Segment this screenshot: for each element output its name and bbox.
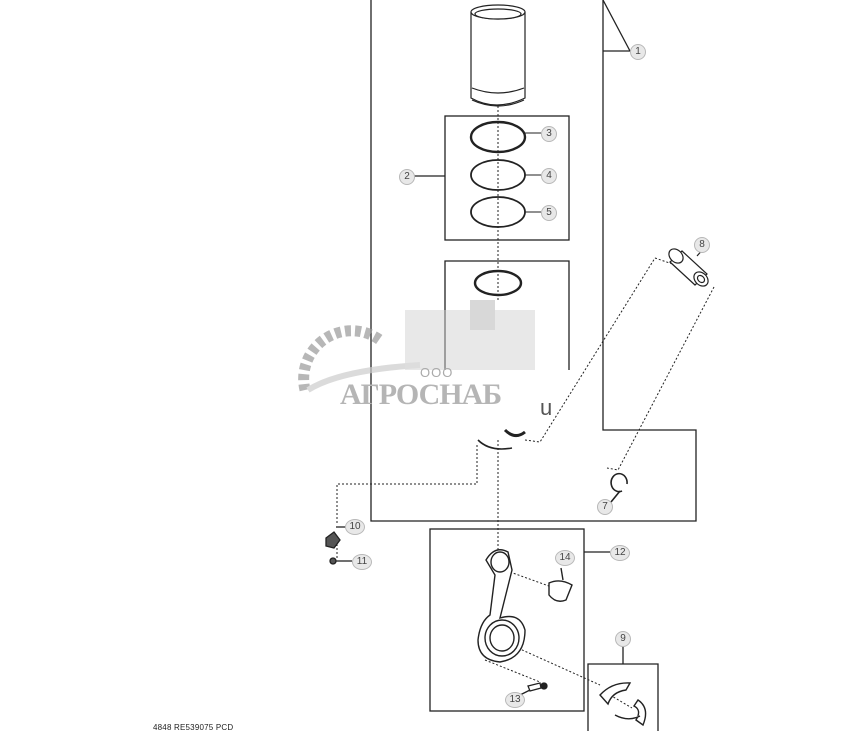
callout-14[interactable]: 14	[555, 550, 575, 566]
watermark-logo	[298, 300, 535, 393]
callout-12[interactable]: 12	[610, 545, 630, 561]
bearing-halves-icon	[599, 682, 647, 727]
piston-box	[444, 260, 570, 370]
snap-ring-icon	[610, 472, 628, 503]
rod-box-12	[429, 528, 585, 712]
seal-kit-box-2	[444, 115, 570, 241]
cooling-nozzle-icon	[325, 526, 352, 565]
seal-rings	[469, 120, 541, 297]
callout-7[interactable]: 7	[597, 499, 613, 515]
rod-bolt-icon	[519, 682, 548, 696]
callout-4[interactable]: 4	[541, 168, 557, 184]
assembly-1-outline	[370, 0, 697, 522]
piston-bottom-icon	[477, 428, 526, 450]
callout-5[interactable]: 5	[541, 205, 557, 221]
callout-1[interactable]: 1	[630, 44, 646, 60]
callout-10[interactable]: 10	[345, 519, 365, 535]
connecting-rod-icon	[477, 549, 526, 663]
drawing-code: 4848 RE539075 PCD	[153, 723, 234, 732]
callout-2[interactable]: 2	[399, 169, 415, 185]
callout-13[interactable]: 13	[505, 692, 525, 708]
bearing-box-9	[587, 663, 659, 731]
callout-11[interactable]: 11	[352, 554, 372, 570]
callout-9[interactable]: 9	[615, 631, 631, 647]
bushing-icon	[548, 567, 573, 602]
watermark-suffix: u	[540, 395, 553, 420]
watermark-name: АГРОСНАБ	[340, 378, 502, 411]
callout-3[interactable]: 3	[541, 126, 557, 142]
assembly-axis-lines	[336, 106, 715, 709]
watermark-prefix: ООО	[420, 365, 454, 380]
cylinder-liner-icon	[470, 4, 526, 107]
piston-pin-icon	[668, 246, 709, 287]
callout-8[interactable]: 8	[694, 237, 710, 253]
